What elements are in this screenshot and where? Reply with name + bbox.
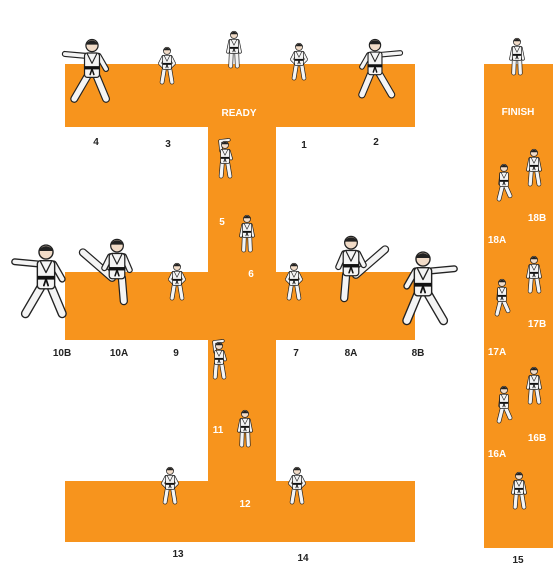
label-6: 6 — [248, 270, 254, 280]
label-16a: 16A — [488, 450, 506, 460]
figure-5 — [208, 122, 242, 194]
figure-18a — [487, 140, 521, 222]
label-finish: FINISH — [502, 108, 535, 118]
figure-6 — [230, 196, 264, 268]
figure-9 — [160, 244, 194, 316]
label-3: 3 — [165, 140, 171, 150]
figure-8a — [320, 230, 382, 302]
label-4: 4 — [93, 138, 99, 148]
figure-12 — [228, 388, 262, 466]
figure-16b — [517, 338, 551, 430]
figure-18b — [517, 120, 551, 212]
figure-15 — [502, 440, 536, 538]
figure-17b — [517, 228, 551, 318]
label-13: 13 — [172, 550, 183, 560]
figure-1 — [282, 24, 316, 96]
label-ready: READY — [221, 109, 256, 119]
label-11: 11 — [213, 426, 224, 436]
figure-14 — [280, 440, 314, 528]
label-14: 14 — [297, 554, 308, 564]
label-17b: 17B — [528, 320, 546, 330]
label-8b: 8B — [412, 349, 425, 359]
figure-2 — [348, 30, 402, 102]
label-8a: 8A — [345, 349, 358, 359]
figure-7 — [277, 244, 311, 316]
label-15: 15 — [512, 556, 523, 566]
figure-16a — [487, 362, 521, 444]
label-18b: 18B — [528, 214, 546, 224]
figure-ready — [217, 12, 251, 84]
label-16b: 16B — [528, 434, 546, 444]
figure-17a — [485, 255, 519, 337]
figure-8b — [387, 245, 459, 325]
label-10a: 10A — [110, 349, 128, 359]
figure-4 — [63, 32, 121, 104]
label-10b: 10B — [53, 349, 71, 359]
label-17a: 17A — [488, 348, 506, 358]
label-9: 9 — [173, 349, 179, 359]
figure-13 — [153, 440, 187, 528]
figure-10a — [82, 233, 152, 305]
label-2: 2 — [373, 138, 379, 148]
figure-10b — [11, 238, 81, 318]
label-5: 5 — [219, 218, 225, 228]
label-7: 7 — [293, 349, 299, 359]
label-12: 12 — [239, 500, 250, 510]
bottom-band — [65, 481, 415, 542]
figure-3 — [150, 28, 184, 100]
figure-finish — [500, 14, 534, 96]
label-18a: 18A — [488, 236, 506, 246]
label-1: 1 — [301, 141, 307, 151]
